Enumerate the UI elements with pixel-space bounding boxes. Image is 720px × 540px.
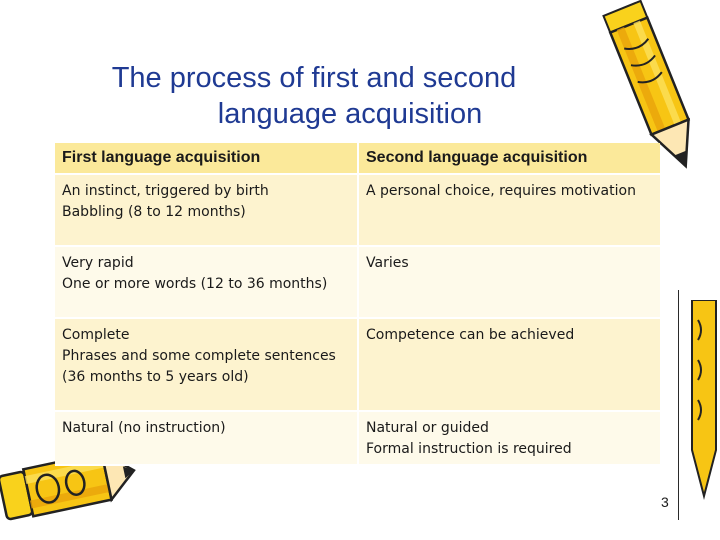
table-row: Complete Phrases and some complete sente… <box>55 318 660 412</box>
cell-second: Varies <box>357 246 660 319</box>
cell-line: Natural (no instruction) <box>62 420 226 436</box>
cell-second: A personal choice, requires motivation <box>357 174 660 247</box>
table-header-row: First language acquisition Second langua… <box>55 143 660 175</box>
vertical-rule <box>678 290 679 520</box>
cell-line: Phrases and some complete sentences <box>62 348 336 364</box>
pencil-icon <box>691 300 717 500</box>
cell-line: Competence can be achieved <box>366 327 575 343</box>
cell-line: A personal choice, requires motivation <box>366 183 636 199</box>
cell-line: (36 months to 5 years old) <box>62 369 249 385</box>
table-row: Very rapid One or more words (12 to 36 m… <box>55 246 660 319</box>
cell-line: Babbling (8 to 12 months) <box>62 204 246 220</box>
cell-first: Natural (no instruction) <box>55 411 358 466</box>
header-second-language: Second language acquisition <box>357 143 660 175</box>
cell-line: Varies <box>366 255 409 271</box>
cell-first: An instinct, triggered by birth Babbling… <box>55 174 358 247</box>
cell-second: Competence can be achieved <box>357 318 660 412</box>
cell-line: Natural or guided <box>366 420 489 436</box>
comparison-table: First language acquisition Second langua… <box>55 143 660 466</box>
page-number: 3 <box>661 494 669 510</box>
cell-line: Very rapid <box>62 255 134 271</box>
cell-line: Complete <box>62 327 130 343</box>
header-first-language: First language acquisition <box>55 143 358 175</box>
table-row: An instinct, triggered by birth Babbling… <box>55 174 660 247</box>
pencil-icon <box>602 0 691 169</box>
table-row: Natural (no instruction) Natural or guid… <box>55 411 660 466</box>
title-line-2: language acquisition <box>217 98 483 130</box>
title-line-1: The process of first and second <box>111 62 517 94</box>
cell-line: One or more words (12 to 36 months) <box>62 276 328 292</box>
cell-line: An instinct, triggered by birth <box>62 183 269 199</box>
cell-first: Very rapid One or more words (12 to 36 m… <box>55 246 358 319</box>
cell-line: Formal instruction is required <box>366 441 572 457</box>
slide-title: The process of first and second language… <box>40 60 600 132</box>
cell-first: Complete Phrases and some complete sente… <box>55 318 358 412</box>
cell-second: Natural or guided Formal instruction is … <box>357 411 660 466</box>
